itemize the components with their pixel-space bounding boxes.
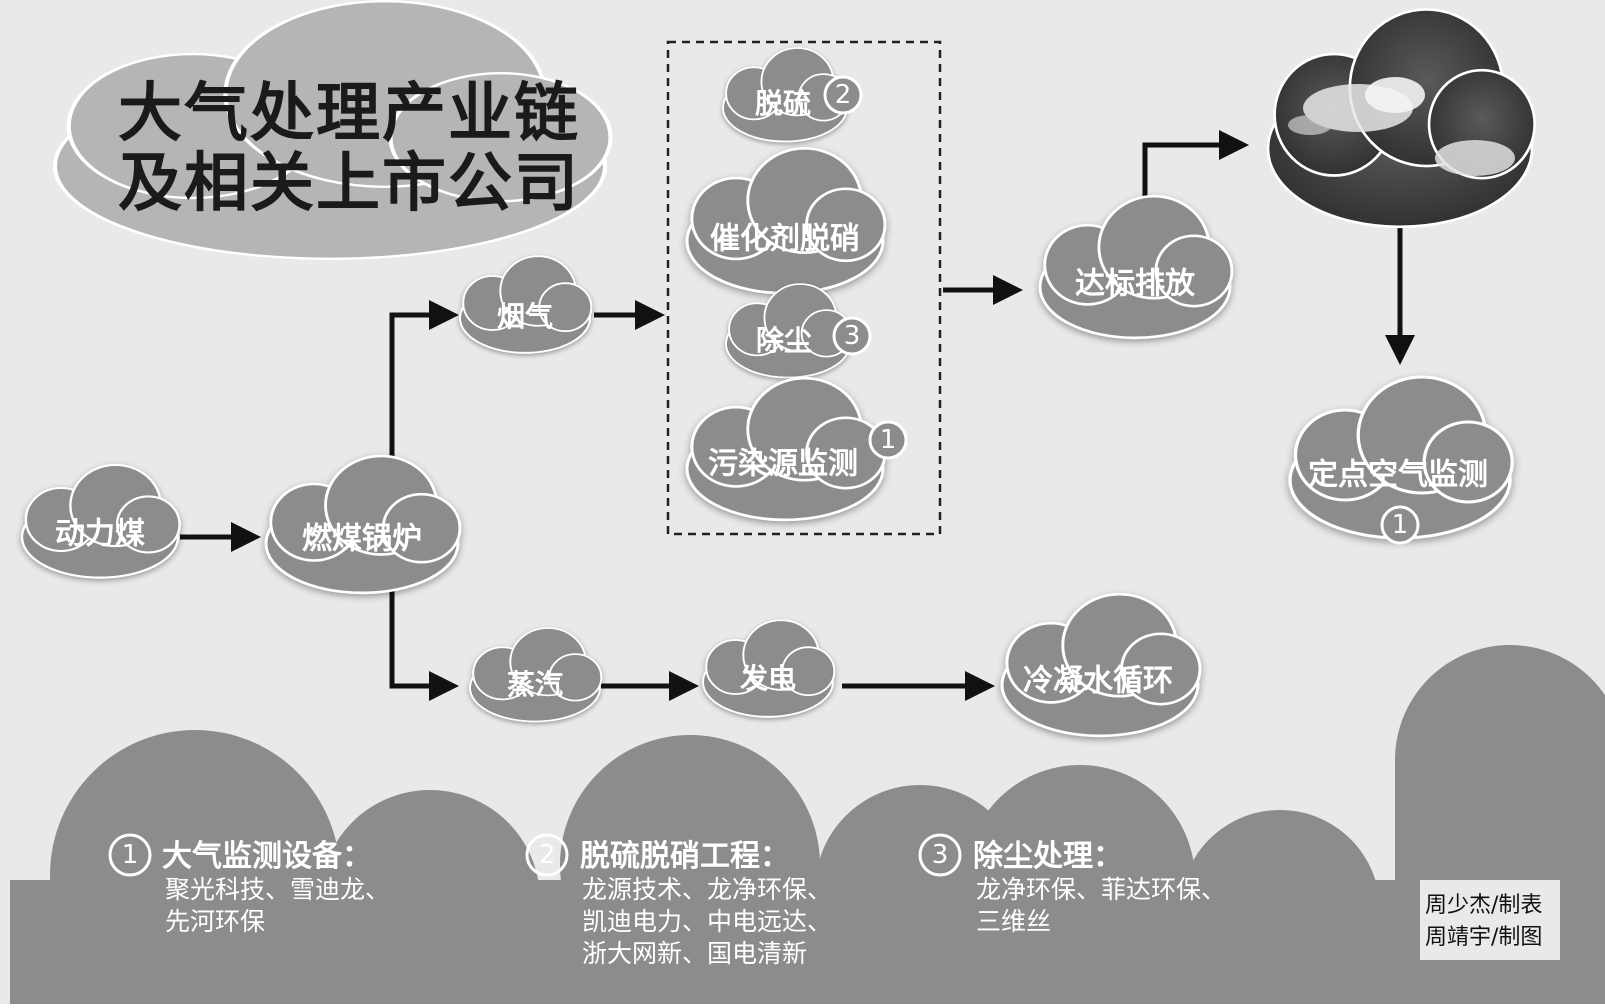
title-line-1: 大气处理产业链 (118, 77, 580, 151)
legend-2-heading: 脱硫脱硝工程： (580, 839, 790, 874)
legend-item-1: 1 大气监测设备： 聚光科技、雪迪龙、 先河环保 (108, 833, 390, 936)
node-dust-removal-label: 除尘 (756, 324, 812, 357)
legend-1-line-2: 先河环保 (165, 907, 265, 936)
treatment-group-box (666, 40, 942, 536)
legend-1-number-circle (108, 833, 152, 877)
legend-item-3: 3 除尘处理： 龙净环保、菲达环保、 三维丝 (918, 833, 1226, 936)
node-pollution-monitoring-label: 污染源监测 (708, 447, 858, 482)
node-boiler: 燃煤锅炉 (264, 454, 462, 595)
badge-3-dust-removal (832, 316, 872, 356)
legend-1-line-1: 聚光科技、雪迪龙、 (165, 875, 390, 904)
node-coal: 动力煤 (20, 463, 181, 579)
credit-panel (1420, 880, 1560, 960)
legend-2-line-1: 龙源技术、龙净环保、 (582, 875, 832, 904)
node-desulfurization-label: 脱硫 (755, 87, 811, 120)
legend-2-line-3: 浙大网新、国电清新 (582, 939, 807, 968)
title-line-2: 及相关上市公司 (118, 147, 580, 221)
badge-3-dust-removal-text: 3 (844, 321, 861, 351)
legend-3-heading: 除尘处理： (973, 839, 1123, 874)
badge-1-fixed-point-monitoring-text: 1 (1392, 510, 1409, 540)
node-flue-gas-label: 烟气 (497, 300, 553, 333)
legend-cloud-band (10, 645, 1605, 1008)
node-steam: 蒸汽 (469, 627, 603, 723)
legend-2-number-circle (525, 833, 569, 877)
badge-1-fixed-point-monitoring (1380, 505, 1420, 545)
node-pollution-monitoring: 污染源监测 1 (685, 376, 908, 522)
node-boiler-label: 燃煤锅炉 (302, 522, 422, 557)
arrow-emission-to-sky (1142, 130, 1250, 210)
legend-3-number-circle (918, 833, 962, 877)
node-desulfurization: 脱硫 2 (722, 47, 863, 143)
node-fixed-point-monitoring-label: 定点空气监测 (1308, 458, 1488, 493)
node-emission: 达标排放 (1038, 194, 1234, 340)
credit-graphic-author: 周靖宇/制图 (1425, 925, 1542, 950)
node-flue-gas: 烟气 (459, 255, 593, 354)
legend-3-number: 3 (932, 840, 949, 870)
arrow-boiler-to-steam (389, 590, 460, 701)
node-condensate-label: 冷凝水循环 (1023, 664, 1173, 699)
arrow-boiler-to-flue-gas (389, 300, 460, 470)
node-steam-label: 蒸汽 (507, 668, 563, 701)
node-coal-label: 动力煤 (55, 517, 145, 552)
node-fixed-point-monitoring: 定点空气监测 1 (1288, 375, 1514, 545)
node-dust-removal: 除尘 3 (725, 283, 872, 379)
legend-2-line-2: 凯迪电力、中电远达、 (582, 907, 832, 936)
node-condensate: 冷凝水循环 (1000, 592, 1202, 738)
legend-3-line-2: 三维丝 (976, 907, 1051, 936)
legend-1-number: 1 (122, 840, 139, 870)
credit-table-author: 周少杰/制表 (1425, 893, 1542, 918)
node-power: 发电 (702, 619, 836, 718)
node-denitration: 催化剂脱硝 (685, 146, 887, 295)
title-cloud: 大气处理产业链 及相关上市公司 (55, 1, 611, 259)
legend-item-2: 2 脱硫脱硝工程： 龙源技术、龙净环保、 凯迪电力、中电远达、 浙大网新、国电清… (525, 833, 832, 968)
legend-3-line-1: 龙净环保、菲达环保、 (976, 875, 1226, 904)
badge-1-pollution-monitoring-text: 1 (880, 425, 897, 455)
badge-2-desulfurization-text: 2 (835, 80, 852, 110)
badge-2-desulfurization (823, 75, 863, 115)
node-emission-label: 达标排放 (1075, 267, 1196, 302)
legend-2-number: 2 (539, 840, 556, 870)
flow-arrows (180, 130, 1415, 701)
sky-cloud-image (1266, 8, 1536, 229)
legend-1-heading: 大气监测设备： (162, 839, 372, 874)
node-power-label: 发电 (739, 662, 796, 695)
node-denitration-label: 催化剂脱硝 (710, 222, 860, 257)
badge-1-pollution-monitoring (868, 420, 908, 460)
